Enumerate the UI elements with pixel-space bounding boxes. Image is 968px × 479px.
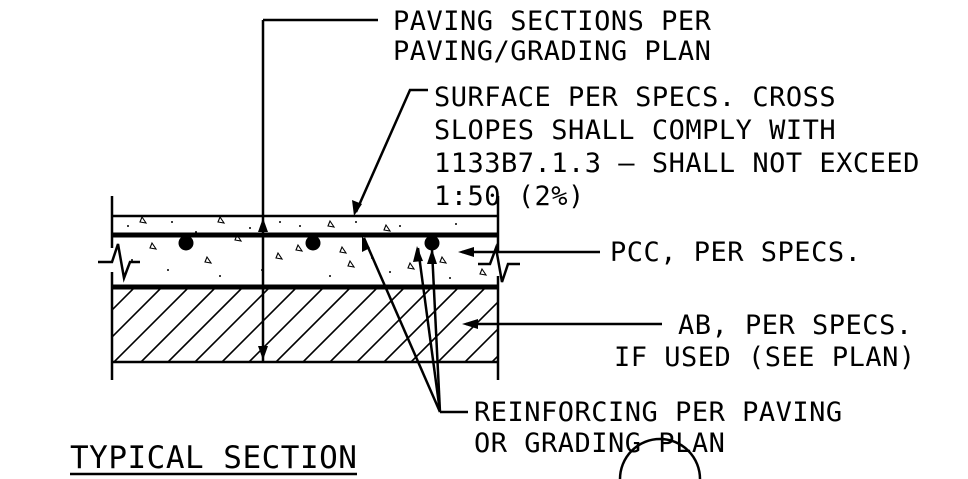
rebar-dot (178, 235, 194, 251)
reinforcing-leader-1 (362, 237, 442, 413)
rebar-dot (305, 235, 321, 251)
aggregate-dot (355, 221, 357, 223)
aggregate-dot (127, 225, 129, 227)
pcc-label: PCC, PER SPECS. (610, 237, 861, 268)
aggregate-triangle (217, 215, 226, 224)
aggregate-triangle (347, 259, 356, 268)
aggregate-dot (279, 221, 281, 223)
hatch-line (302, 287, 379, 362)
aggregate-triangle (439, 255, 448, 264)
paving-sections-line-2: PAVING/GRADING PLAN (393, 36, 711, 67)
hatch-line (221, 287, 298, 362)
hatch-line (194, 287, 271, 362)
hatch-line (275, 287, 352, 362)
aggregate-dot (399, 225, 401, 227)
surface-leader (354, 88, 428, 213)
reinforcing-line-1: REINFORCING PER PAVING (474, 397, 843, 428)
paving-sections-line-1: PAVING SECTIONS PER (393, 6, 712, 37)
aggregate-dot (171, 221, 173, 223)
ab-arrow (462, 319, 478, 329)
surface-arrow (352, 200, 362, 216)
aggregate-triangle (204, 255, 213, 264)
aggregate-triangle (275, 251, 284, 260)
hatch-line (112, 287, 163, 339)
hatch-line (410, 287, 487, 362)
reinforcing-leader-3 (430, 249, 442, 413)
aggregate-dot (449, 277, 451, 279)
ab-line-1: AB, PER SPECS. (678, 310, 913, 341)
rebar-dot (424, 235, 440, 251)
surface-line-1: SURFACE PER SPECS. CROSS (434, 82, 836, 113)
aggregate-triangle (339, 245, 348, 254)
ab-line-2: IF USED (SEE PLAN) (614, 342, 916, 373)
reinforcing-leader-2 (416, 247, 442, 413)
aggregate-triangle (149, 241, 158, 250)
aggregate-triangle (295, 243, 304, 252)
reinforcing-line-2: OR GRADING PLAN (474, 428, 725, 459)
aggregate-dot (167, 269, 169, 271)
hatch-line (356, 287, 433, 362)
right-break-line (478, 243, 520, 283)
left-break-line (98, 243, 140, 283)
hatch-line (113, 287, 190, 362)
aggregate-dot (131, 259, 133, 261)
aggregate-triangle (479, 267, 488, 276)
hatch-line (383, 287, 460, 362)
reinforcing-arrow (427, 249, 437, 264)
aggregate-dot (329, 275, 331, 277)
detail-bubble (618, 437, 702, 479)
surface-line-3: 1133B7.1.3 — SHALL NOT EXCEED (434, 148, 920, 179)
hatch-line (112, 287, 136, 312)
aggregate-triangle (234, 233, 243, 242)
aggregate-dot (455, 223, 457, 225)
hatch-line (464, 327, 498, 362)
aggregate-dot (249, 227, 251, 229)
surface-line-4: 1:50 (2%) (434, 181, 585, 212)
aggregate-dot (219, 275, 221, 277)
aggregate-triangle (383, 223, 392, 232)
dimension-arrow-top (258, 218, 268, 232)
surface-line-2: SLOPES SHALL COMPLY WITH (434, 115, 836, 146)
aggregate-triangle (327, 219, 336, 228)
reinforcing-arrow (362, 236, 370, 252)
aggregate-dot (299, 225, 301, 227)
aggregate-dot (389, 271, 391, 273)
dimension-arrow-bottom (258, 346, 268, 360)
hatch-line (329, 287, 406, 362)
hatch-line (167, 287, 244, 362)
aggregate-triangle (407, 261, 416, 270)
section-title: TYPICAL SECTION (70, 440, 357, 476)
hatch-line (140, 287, 217, 362)
aggregate-triangle (139, 215, 148, 224)
reinforcing-arrow (413, 246, 423, 262)
pcc-arrow (458, 247, 474, 257)
aggregate-dot (195, 231, 197, 233)
